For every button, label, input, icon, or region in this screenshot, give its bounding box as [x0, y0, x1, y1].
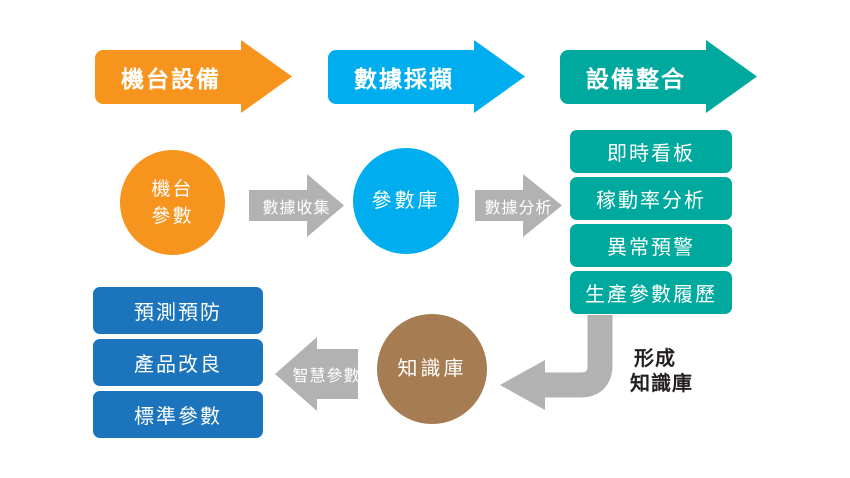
- box-product-improvement: 產品改良: [93, 339, 263, 386]
- circle-machine-params: 機台 參數: [120, 150, 225, 255]
- curved-arrow-form-knowledge: [495, 313, 625, 413]
- box-label: 生產參數履歷: [585, 284, 717, 306]
- annotation-line2: 知識庫: [630, 373, 693, 395]
- circle-knowledge-database-label: 知識庫: [397, 357, 467, 380]
- arrow-smart-params: 智慧參數: [275, 337, 360, 411]
- arrow-data-collection: 數據收集: [249, 174, 344, 237]
- banner-data-mining: 數據採擷: [328, 40, 525, 113]
- circle-machine-params-label: 機台 參數: [151, 178, 194, 227]
- banner-equipment-integration: 設備整合: [560, 40, 757, 113]
- box-label: 產品改良: [134, 354, 222, 376]
- box-standard-parameters: 標準參數: [93, 391, 263, 438]
- curved-arrow-shape: [500, 315, 613, 410]
- banner-label: 數據採擷: [354, 66, 454, 92]
- circle-param-database: 參數庫: [353, 148, 459, 254]
- box-production-param-history: 生產參數履歷: [570, 271, 732, 314]
- box-label: 標準參數: [134, 406, 222, 428]
- banner-machine-equipment: 機台設備: [95, 40, 292, 113]
- annotation-form-knowledge-base: 形成 知識庫: [630, 347, 693, 397]
- banner-arrow-shape: [560, 40, 757, 113]
- circle-param-database-label: 參數庫: [371, 189, 441, 212]
- box-label: 即時看板: [607, 143, 695, 165]
- banner-arrow-shape: [328, 40, 525, 113]
- box-label: 異常預警: [607, 237, 695, 259]
- box-realtime-dashboard: 即時看板: [570, 130, 732, 173]
- arrow-data-analysis-label: 數據分析: [484, 199, 553, 217]
- circle-knowledge-database: 知識庫: [377, 314, 487, 424]
- arrow-data-analysis: 數據分析: [475, 174, 562, 237]
- right-arrow-shape: [475, 174, 562, 237]
- banner-label: 設備整合: [586, 66, 686, 92]
- banner-arrow-shape: [95, 40, 292, 113]
- box-label: 預測預防: [134, 302, 222, 324]
- box-predictive-prevention: 預測預防: [93, 287, 263, 334]
- arrow-smart-params-label: 智慧參數: [292, 368, 361, 385]
- box-label: 稼動率分析: [596, 190, 706, 212]
- box-anomaly-alert: 異常預警: [570, 224, 732, 267]
- right-arrow-shape: [249, 174, 344, 237]
- banner-label: 機台設備: [121, 66, 221, 92]
- annotation-line1: 形成: [634, 348, 676, 370]
- left-arrow-shape: [275, 337, 358, 411]
- arrow-data-collection-label: 數據收集: [262, 199, 331, 217]
- box-utilization-analysis: 稼動率分析: [570, 177, 732, 220]
